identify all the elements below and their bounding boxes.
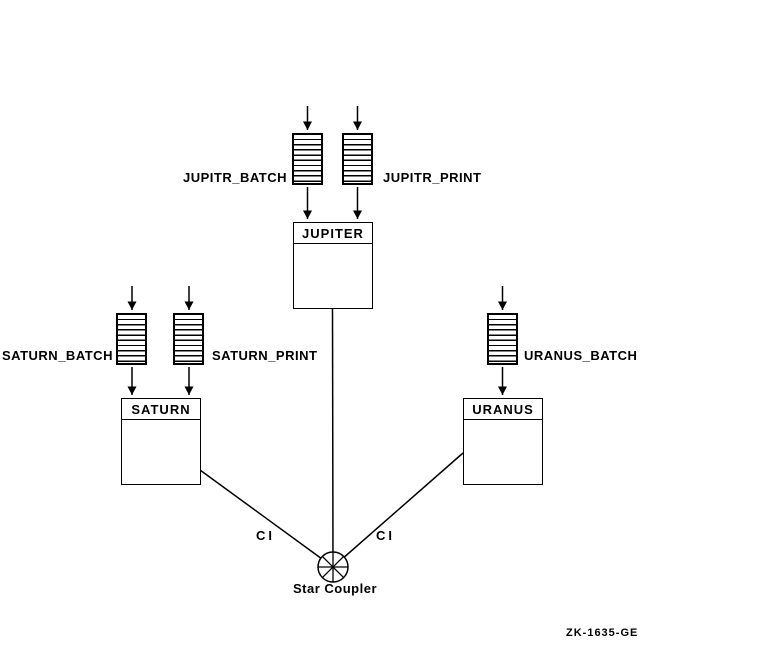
queue-label-saturn-print: SATURN_PRINT	[212, 348, 318, 363]
queue-label-saturn-batch: SATURN_BATCH	[2, 348, 113, 363]
queue-stack-jupitr-print	[342, 133, 373, 185]
queue-label-jupitr-print: JUPITR_PRINT	[383, 170, 482, 185]
node-uranus: URANUS	[463, 398, 543, 485]
star-coupler-icon	[317, 551, 349, 583]
node-saturn-title: SATURN	[122, 399, 200, 420]
jupiter-coupler-line	[331, 307, 334, 568]
queue-stack-saturn-batch	[116, 313, 147, 365]
saturn-ci-line	[199, 469, 334, 568]
uranus-ci-line	[332, 452, 464, 568]
node-jupiter: JUPITER	[293, 222, 373, 309]
node-uranus-title: URANUS	[464, 399, 542, 420]
node-jupiter-title: JUPITER	[294, 223, 372, 244]
figure-id: ZK-1635-GE	[566, 627, 639, 639]
queue-label-jupitr-batch: JUPITR_BATCH	[183, 170, 287, 185]
queue-stack-jupitr-batch	[292, 133, 323, 185]
queue-label-uranus-batch: URANUS_BATCH	[524, 348, 638, 363]
queue-stack-saturn-print	[173, 313, 204, 365]
ci-label-uranus: CI	[376, 528, 395, 543]
ci-label-saturn: CI	[256, 528, 275, 543]
star-coupler-label: Star Coupler	[292, 581, 378, 596]
node-saturn: SATURN	[121, 398, 201, 485]
queue-stack-uranus-batch	[487, 313, 518, 365]
